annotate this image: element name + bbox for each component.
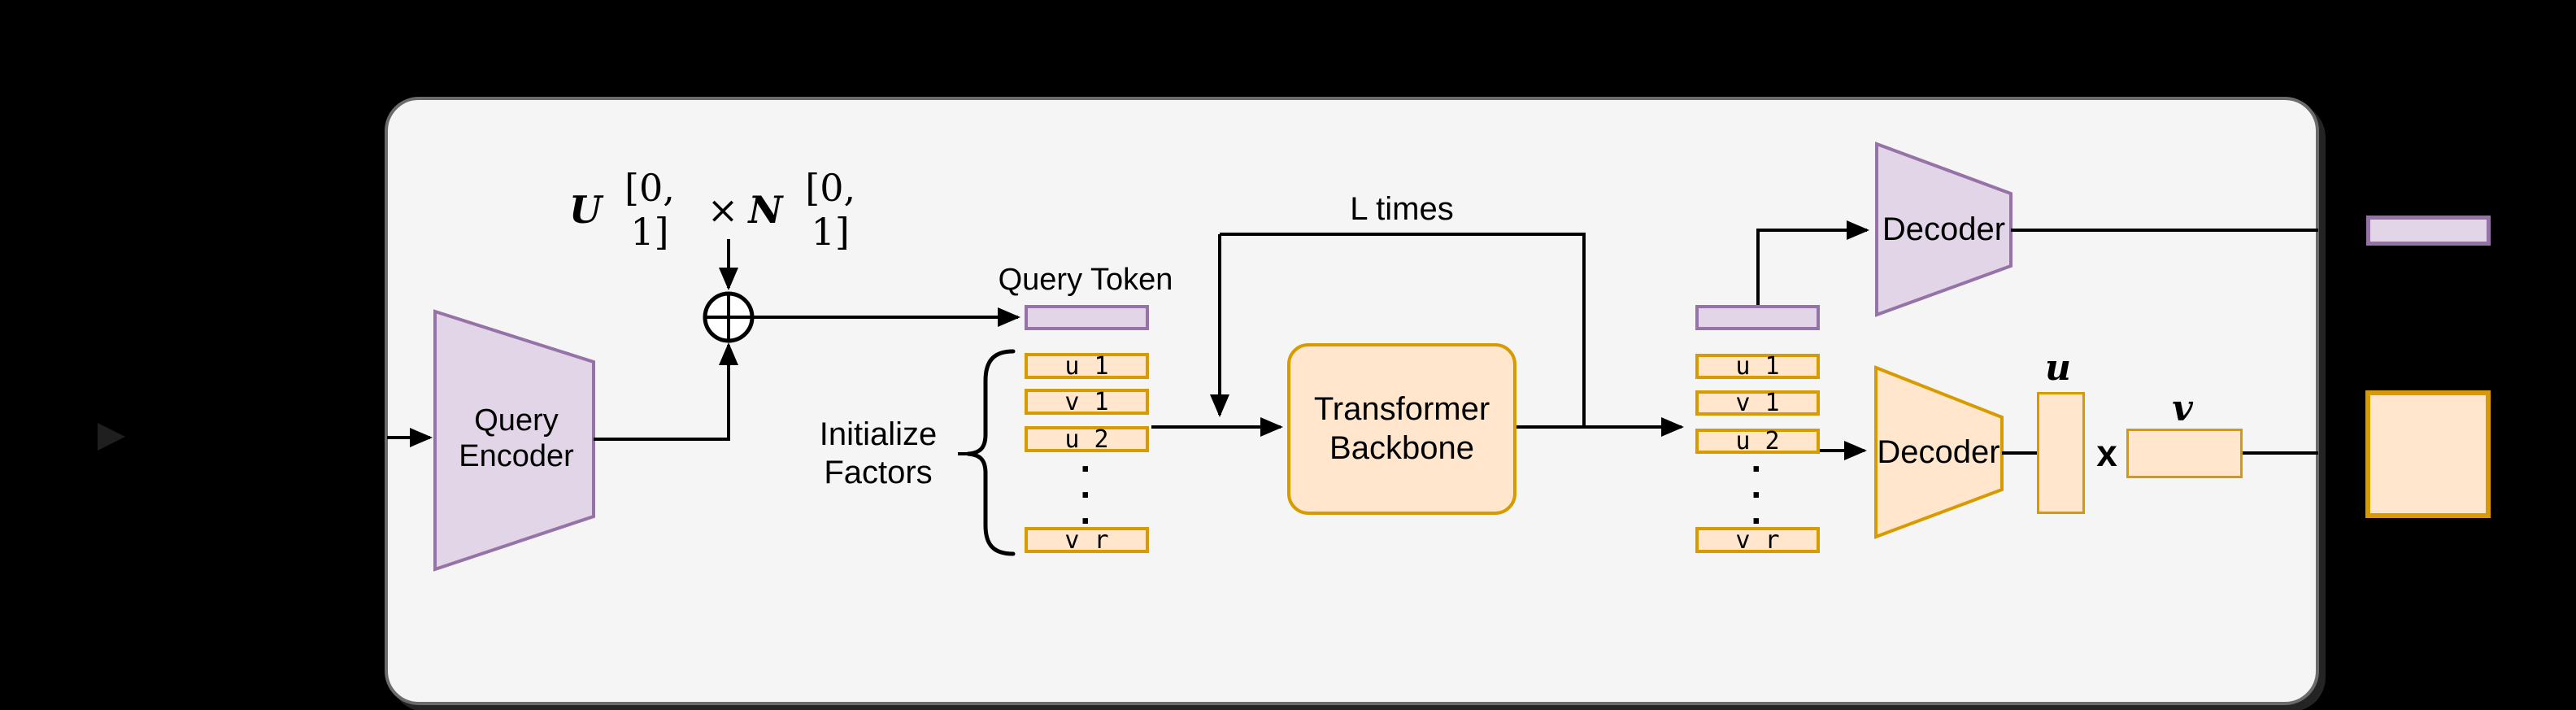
- query-token-label: Query Token: [998, 263, 1173, 298]
- v-matrix: [2126, 429, 2243, 478]
- transformer-backbone-box: Transformer Backbone: [1287, 343, 1516, 515]
- factor-token-u2-output: u 2: [1695, 427, 1820, 455]
- transformer-backbone-label: Transformer Backbone: [1313, 391, 1490, 466]
- u-matrix-label: u: [2045, 346, 2071, 389]
- initialize-factors-label: Initialize Factors: [819, 416, 938, 490]
- decoder-bottom-label: Decoder: [1877, 434, 2000, 471]
- factor-token-v1-input: v 1: [1025, 388, 1149, 416]
- multiply-symbol: x: [2096, 432, 2117, 474]
- ellipsis-input: · · ·: [1080, 447, 1093, 542]
- output-matrix-square: [2365, 390, 2491, 518]
- query-token-bar-output: [1695, 305, 1820, 330]
- query-token-bar: [1025, 305, 1149, 330]
- query-encoder-label: Query Encoder: [459, 403, 574, 473]
- ellipsis-output: · · ·: [1751, 447, 1764, 542]
- factor-token-u1-output: u 1: [1695, 352, 1820, 381]
- factor-token-u1-input: u 1: [1025, 352, 1149, 381]
- normal-symbol: N: [748, 188, 783, 232]
- uniform-symbol: U: [569, 188, 603, 232]
- v-matrix-label: v: [2172, 387, 2193, 429]
- l-times-label: L times: [1350, 191, 1454, 228]
- uniform-interval: [0, 1]: [624, 166, 675, 254]
- times-symbol: ×: [707, 188, 739, 232]
- normal-interval: [0, 1]: [805, 166, 856, 254]
- factor-token-vr-input: v r: [1025, 526, 1149, 555]
- decoder-top-label: Decoder: [1882, 211, 2006, 248]
- u-matrix: [2037, 392, 2085, 514]
- output-vector-bar: [2366, 216, 2491, 246]
- factor-token-v1-output: v 1: [1695, 389, 1820, 417]
- factor-token-vr-output: v r: [1695, 526, 1820, 555]
- input-arrowhead-faint: [98, 423, 125, 451]
- distribution-label: U [0, 1] ×N [0, 1]: [569, 166, 878, 254]
- factor-token-u2-input: u 2: [1025, 425, 1149, 454]
